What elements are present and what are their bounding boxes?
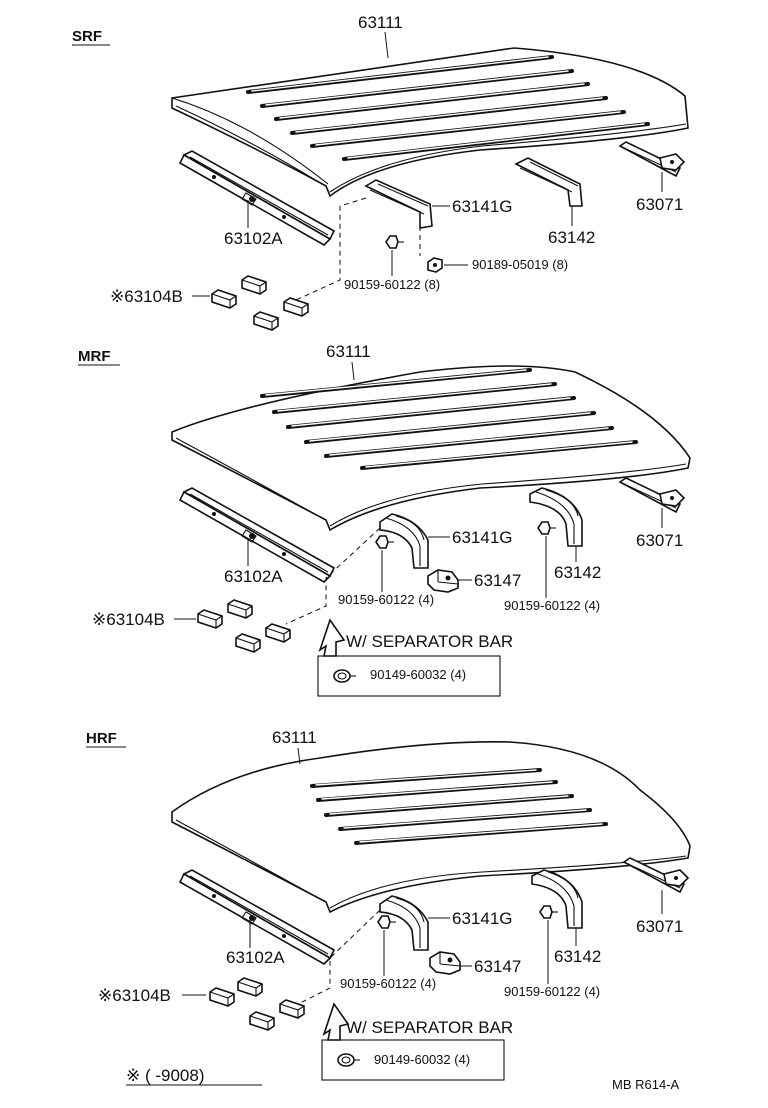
roof-bow-63141g-mrf [379,513,429,569]
separator-screw-mrf [333,669,357,683]
label-63104b-mrf: ※63104B [92,610,165,629]
label-63147-mrf: 63147 [474,571,521,590]
strip-63071-mrf [619,477,685,513]
separator-box-hrf [321,1039,505,1081]
screw-90159-left-hrf [377,915,397,929]
section-title-mrf: MRF [78,348,111,365]
blocks-63104b-hrf [209,977,305,1031]
label-90149-mrf: 90149-60032 (4) [370,667,466,682]
strip-63071-srf [619,141,685,177]
separator-title-hrf: W/ SEPARATOR BAR [346,1018,513,1037]
label-90159-right-mrf: 90159-60122 (4) [504,598,600,613]
label-63141g-hrf: 63141G [452,909,513,928]
label-63111-srf: 63111 [358,13,403,32]
roof-bow-63142-mrf [529,487,583,547]
section-mrf: MRF 63111 63102A 63141G 63142 63071 6314… [78,342,692,697]
label-63142-hrf: 63142 [554,947,601,966]
section-title-srf: SRF [72,28,102,45]
separator-box-mrf [317,655,501,697]
footer-code: MB R614-A [612,1077,680,1092]
footer-note: ※ ( -9008) [126,1066,205,1085]
roof-panel-srf [170,46,690,198]
label-90149-hrf: 90149-60032 (4) [374,1052,470,1067]
roof-bow-63142-hrf [531,869,583,929]
label-63104b-srf: ※63104B [110,287,183,306]
label-63102a-hrf: 63102A [226,948,285,967]
label-63071-hrf: 63071 [636,917,683,936]
label-90159-srf: 90159-60122 (8) [344,277,440,292]
screw-90159-right-mrf [537,521,557,535]
label-90159-left-mrf: 90159-60122 (4) [338,592,434,607]
separator-title-mrf: W/ SEPARATOR BAR [346,632,513,651]
label-63142-srf: 63142 [548,228,595,247]
label-90189-srf: 90189-05019 (8) [472,257,568,272]
label-63111-hrf: 63111 [272,728,317,747]
label-63141g-mrf: 63141G [452,528,513,547]
label-63142-mrf: 63142 [554,563,601,582]
label-63147-hrf: 63147 [474,957,521,976]
screw-90159-right-hrf [539,905,559,919]
screw-90159-srf [385,235,405,249]
screw-90159-left-mrf [375,535,395,549]
separator-screw-hrf [337,1053,361,1067]
blocks-63104b-mrf [197,599,291,653]
blocks-63104b-srf [211,275,309,331]
roof-bow-63142-srf [514,157,583,207]
roof-panel-hrf [170,739,692,914]
label-63102a-srf: 63102A [224,229,283,248]
section-hrf: HRF 63111 63102A 63141G 63142 63071 6314… [86,728,692,1081]
label-63111-mrf: 63111 [326,342,371,361]
section-title-hrf: HRF [86,730,117,747]
roof-panel-mrf [170,364,692,532]
label-63141g-srf: 63141G [452,197,513,216]
label-63102a-mrf: 63102A [224,567,283,586]
label-90159-left-hrf: 90159-60122 (4) [340,976,436,991]
bracket-63147-hrf [429,951,461,975]
roof-bow-63141g-srf [364,179,433,229]
bracket-63147-mrf [427,569,459,593]
label-63071-mrf: 63071 [636,531,683,550]
roof-bow-63141g-hrf [379,895,429,951]
section-srf: SRF 63111 63102A 63141G 63142 63071 9015… [72,13,690,331]
label-63071-srf: 63071 [636,195,683,214]
label-63104b-hrf: ※63104B [98,986,171,1005]
label-90159-right-hrf: 90159-60122 (4) [504,984,600,999]
clip-90189-srf [427,257,443,273]
